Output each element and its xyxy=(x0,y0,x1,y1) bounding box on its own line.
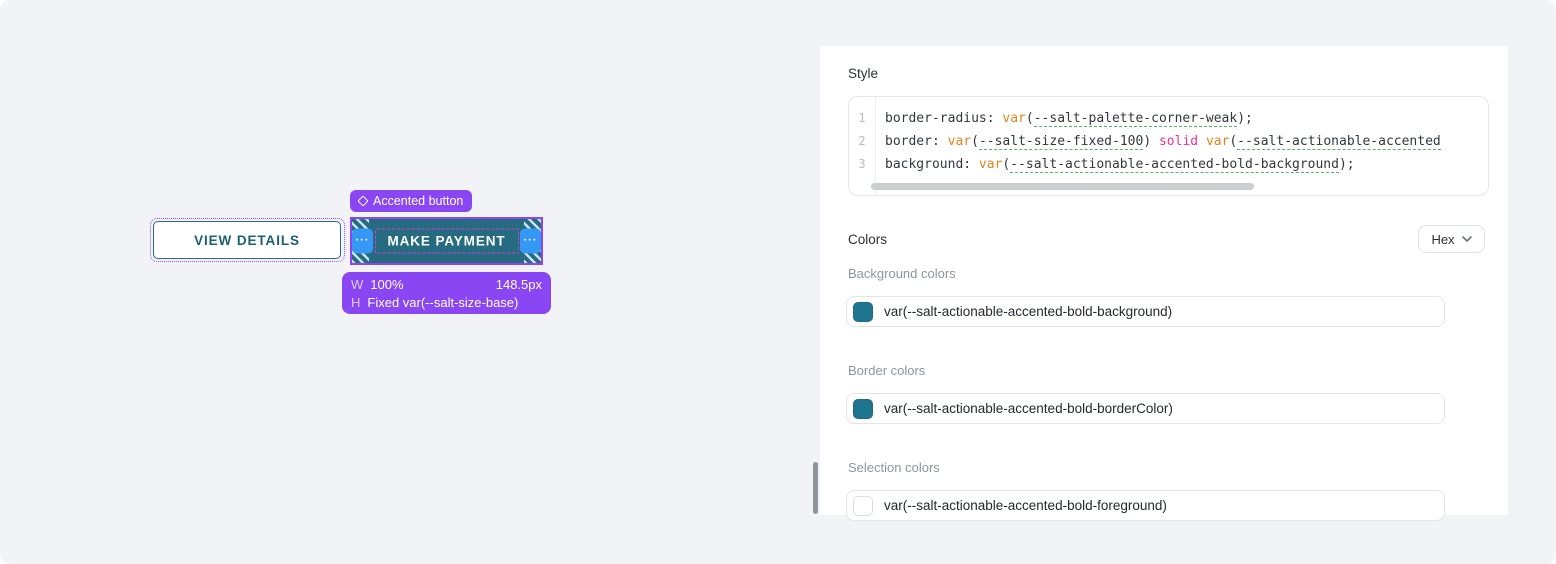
color-format-dropdown[interactable]: Hex xyxy=(1418,225,1485,253)
code-horizontal-scrollbar[interactable] xyxy=(871,183,1254,190)
code-token-vname: --salt-actionable-accented xyxy=(1237,134,1441,150)
preview-vertical-scrollbar[interactable] xyxy=(813,462,818,514)
color-token-row[interactable]: var(--salt-actionable-accented-bold-fore… xyxy=(846,490,1445,521)
style-heading: Style xyxy=(848,66,879,81)
height-value: Fixed var(--salt-size-base) xyxy=(367,294,519,310)
width-pixels: 148.5px xyxy=(495,276,542,292)
code-token-fn: var xyxy=(947,134,972,149)
color-section: Background colors var(--salt-actionable-a… xyxy=(846,266,1445,327)
size-tooltip: W 100% 148.5px H Fixed var(--salt-size-b… xyxy=(342,272,551,314)
line-number: 1 xyxy=(858,111,866,125)
code-token-plain: border-radius: xyxy=(885,111,1003,126)
color-swatch xyxy=(853,301,873,322)
width-key: W xyxy=(351,276,364,292)
colors-heading: Colors xyxy=(848,232,888,247)
size-tooltip-height-row: H Fixed var(--salt-size-base) xyxy=(351,294,542,311)
make-payment-button[interactable]: ··· ··· MAKE PAYMENT xyxy=(350,217,543,265)
view-details-button[interactable]: VIEW DETAILS xyxy=(153,221,341,259)
color-section: Border colors var(--salt-actionable-accen… xyxy=(846,363,1445,424)
code-text: border-radius: var(--salt-palette-corner… xyxy=(885,107,1253,130)
selection-dotted-outline xyxy=(150,218,345,262)
color-section-label: Selection colors xyxy=(848,460,940,475)
color-token-value: var(--salt-actionable-accented-bold-bord… xyxy=(884,401,1173,416)
color-token-row[interactable]: var(--salt-actionable-accented-bold-back… xyxy=(846,296,1445,327)
line-number: 2 xyxy=(858,134,866,148)
color-token-value: var(--salt-actionable-accented-bold-fore… xyxy=(884,498,1167,513)
code-token-plain: background: xyxy=(885,157,979,172)
color-section-label: Border colors xyxy=(848,363,926,378)
selected-component-label: Accented button xyxy=(373,194,464,208)
make-payment-label: MAKE PAYMENT xyxy=(374,228,519,254)
code-token-plain: ( xyxy=(1002,157,1011,172)
code-text: border: var(--salt-size-fixed-100) solid… xyxy=(885,130,1441,153)
code-text: background: var(--salt-actionable-accent… xyxy=(885,153,1355,176)
color-swatch xyxy=(853,398,873,419)
width-value: 100% xyxy=(370,276,404,292)
code-line: 3 background: var(--salt-actionable-accen… xyxy=(849,153,1488,176)
code-token-fn: var xyxy=(1002,111,1026,126)
color-section-label: Background colors xyxy=(848,266,956,281)
code-token-plain xyxy=(1198,134,1206,149)
code-token-vname: --salt-actionable-accented-bold-backgrou… xyxy=(1010,157,1339,173)
view-details-label: VIEW DETAILS xyxy=(194,232,300,248)
code-token-fn: var xyxy=(1205,134,1230,149)
component-diamond-icon xyxy=(357,195,369,207)
color-token-row[interactable]: var(--salt-actionable-accented-bold-bord… xyxy=(846,393,1445,424)
code-token-plain: ( xyxy=(971,134,979,149)
size-tooltip-width-row: W 100% 148.5px xyxy=(351,276,542,293)
right-resize-handle[interactable]: ··· xyxy=(520,228,541,254)
color-token-value: var(--salt-actionable-accented-bold-back… xyxy=(884,304,1173,319)
line-number: 3 xyxy=(858,157,866,171)
code-line: 1 border-radius: var(--salt-palette-corne… xyxy=(849,107,1488,130)
left-resize-handle[interactable]: ··· xyxy=(352,228,373,254)
color-swatch xyxy=(853,495,873,516)
code-token-plain: ( xyxy=(1025,111,1034,126)
code-token-plain: ) xyxy=(1143,134,1159,149)
chevron-down-icon xyxy=(1461,236,1472,242)
code-token-plain: border: xyxy=(885,134,948,149)
selected-component-badge: Accented button xyxy=(350,190,473,212)
code-token-kw: solid xyxy=(1158,134,1199,149)
color-sections: Background colors var(--salt-actionable-a… xyxy=(846,266,1445,557)
code-token-plain: ); xyxy=(1237,111,1253,126)
color-section: Selection colors var(--salt-actionable-ac… xyxy=(846,460,1445,521)
color-format-value: Hex xyxy=(1431,231,1455,247)
height-key: H xyxy=(351,294,361,310)
code-token-fn: var xyxy=(978,157,1003,172)
code-token-vname: --salt-size-fixed-100 xyxy=(978,134,1144,150)
line-number-separator xyxy=(875,97,876,195)
code-token-plain: ); xyxy=(1338,157,1355,172)
code-token-vname: --salt-palette-corner-weak xyxy=(1033,111,1238,127)
code-token-plain: ( xyxy=(1229,134,1238,149)
